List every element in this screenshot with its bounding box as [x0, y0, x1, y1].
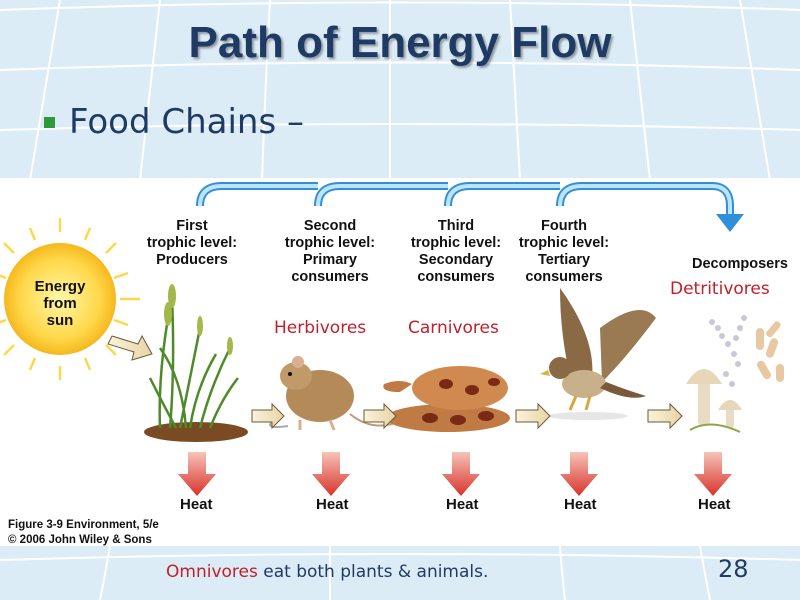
level-label-line: First — [176, 218, 208, 234]
level-label-line: consumers — [525, 269, 603, 285]
level-label-line: Secondary — [418, 252, 494, 268]
bacteria-icon — [709, 315, 784, 387]
heat-arrows — [178, 452, 732, 496]
sun-to-producer-arrow — [107, 334, 153, 361]
figure-graphics — [0, 182, 784, 496]
herbivores-label: Herbivores — [274, 318, 367, 338]
level-label-line: Fourth — [541, 218, 587, 234]
level-label-first: First trophic level: Producers — [140, 218, 244, 269]
heat-label: Heat — [446, 496, 479, 513]
level-label-second: Second trophic level: Primary consumers — [276, 218, 384, 286]
mushroom-icon — [686, 369, 742, 433]
level-label-line: consumers — [291, 269, 369, 285]
carnivores-label: Carnivores — [408, 318, 499, 338]
level-label-line: trophic level: — [284, 235, 376, 251]
page-title: Path of Energy Flow — [188, 18, 612, 67]
level-label-line: trophic level: — [518, 235, 610, 251]
level-label-line: trophic level: — [146, 235, 238, 251]
heat-label: Heat — [698, 496, 731, 513]
flow-arrows — [251, 402, 683, 430]
level-label-line: Second — [303, 218, 357, 234]
sun-label: Energy from sun — [34, 278, 86, 329]
grass-icon — [144, 284, 248, 442]
footer-note: Omnivores eat both plants & animals. — [166, 562, 488, 582]
sun-label-line: sun — [46, 312, 74, 329]
energy-transfer-arrows — [196, 182, 744, 232]
bullet-text: Food Chains – — [69, 102, 304, 142]
heat-label: Heat — [564, 496, 597, 513]
level-label-third: Third trophic level: Secondary consumers — [404, 218, 508, 286]
caption-line: © 2006 John Wiley & Sons — [8, 534, 152, 546]
figure-caption: Figure 3-9 Environment, 5/e © 2006 John … — [8, 518, 159, 548]
level-label-fourth: Fourth trophic level: Tertiary consumers — [512, 218, 616, 286]
heat-label: Heat — [316, 496, 349, 513]
bullet-item: Food Chains – — [44, 102, 304, 142]
decomposers-label: Decomposers — [692, 256, 788, 272]
heat-label: Heat — [180, 496, 213, 513]
level-label-line: consumers — [417, 269, 495, 285]
level-label-line: Producers — [156, 252, 228, 268]
level-label-line: Third — [437, 218, 475, 234]
snake-icon — [383, 366, 510, 432]
level-label-line: trophic level: — [410, 235, 502, 251]
sun-label-line: from — [43, 295, 77, 312]
food-chain-figure: Energy from sun First trophic level: Pro… — [0, 178, 800, 546]
caption-line: Figure 3-9 Environment, 5/e — [8, 519, 159, 531]
bullet-marker — [44, 116, 55, 128]
footer-text: eat both plants & animals. — [257, 562, 489, 582]
footer-highlight: Omnivores — [166, 562, 258, 582]
sun-label-line: Energy — [34, 278, 86, 295]
hawk-icon — [540, 288, 656, 420]
detritivores-label: Detritivores — [670, 279, 770, 299]
sun-icon — [0, 218, 140, 380]
level-label-line: Primary — [302, 252, 357, 268]
level-label-line: Tertiary — [537, 252, 591, 268]
slide-number: 28 — [718, 555, 749, 583]
